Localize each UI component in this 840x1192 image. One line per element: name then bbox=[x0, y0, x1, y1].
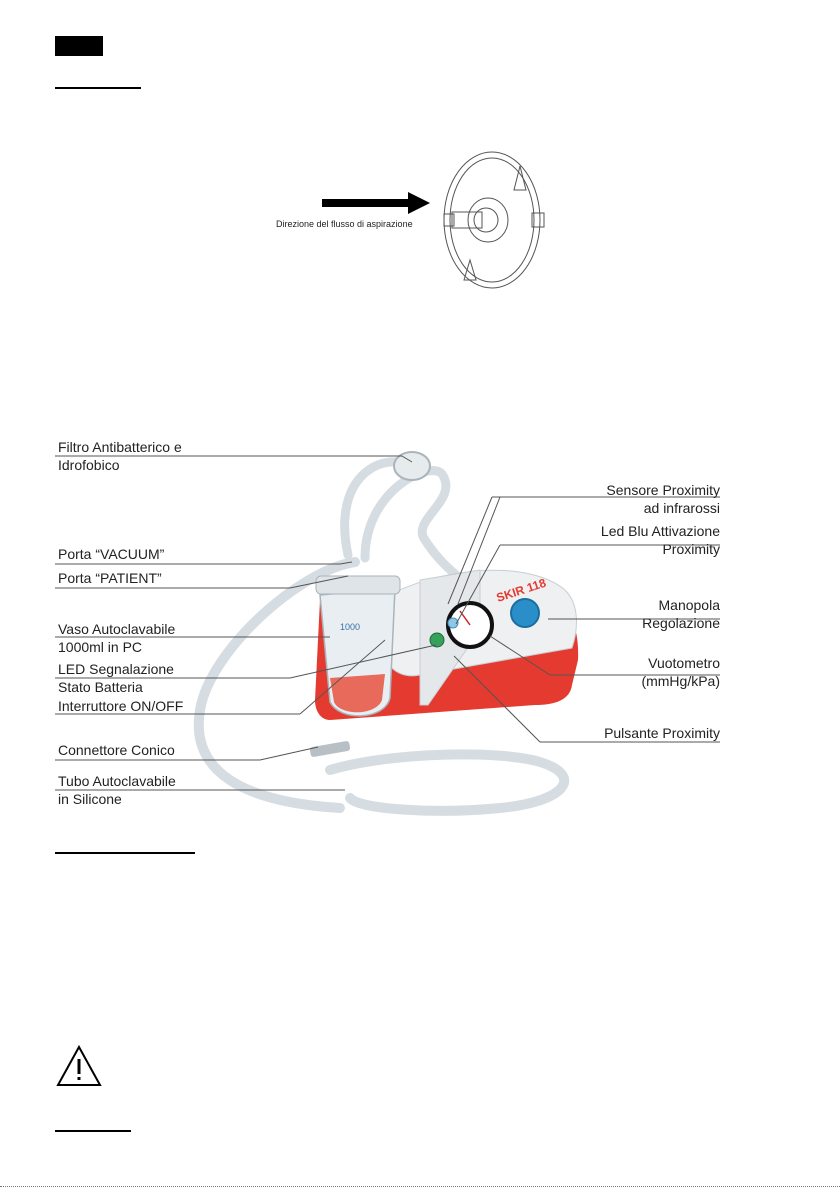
section-heading-underline-2 bbox=[55, 852, 195, 854]
suction-device-illustration: 1000 SKIR 118 bbox=[193, 451, 579, 816]
flow-arrow-icon bbox=[322, 192, 430, 214]
flow-direction-label: Direzione del flusso di aspirazione bbox=[276, 219, 413, 229]
page-bottom-dotted-rule bbox=[0, 1186, 840, 1187]
label-patient-port: Porta “PATIENT” bbox=[58, 570, 162, 586]
label-power-switch: Interruttore ON/OFF bbox=[58, 698, 184, 714]
warning-icon bbox=[56, 1044, 102, 1086]
section-tag-box bbox=[55, 36, 103, 56]
section-heading-underline bbox=[55, 87, 141, 89]
antibacterial-filter-illustration bbox=[443, 151, 545, 289]
jar-capacity-mark: 1000 bbox=[340, 622, 360, 632]
label-conical-connector: Connettore Conico bbox=[58, 742, 175, 758]
label-vacuum-port: Porta “VACUUM” bbox=[58, 546, 165, 562]
section-heading-underline-3 bbox=[55, 1130, 131, 1132]
label-vacuum-gauge: Vuotometro(mmHg/kPa) bbox=[641, 655, 720, 689]
label-proximity-button: Pulsante Proximity bbox=[604, 725, 720, 741]
